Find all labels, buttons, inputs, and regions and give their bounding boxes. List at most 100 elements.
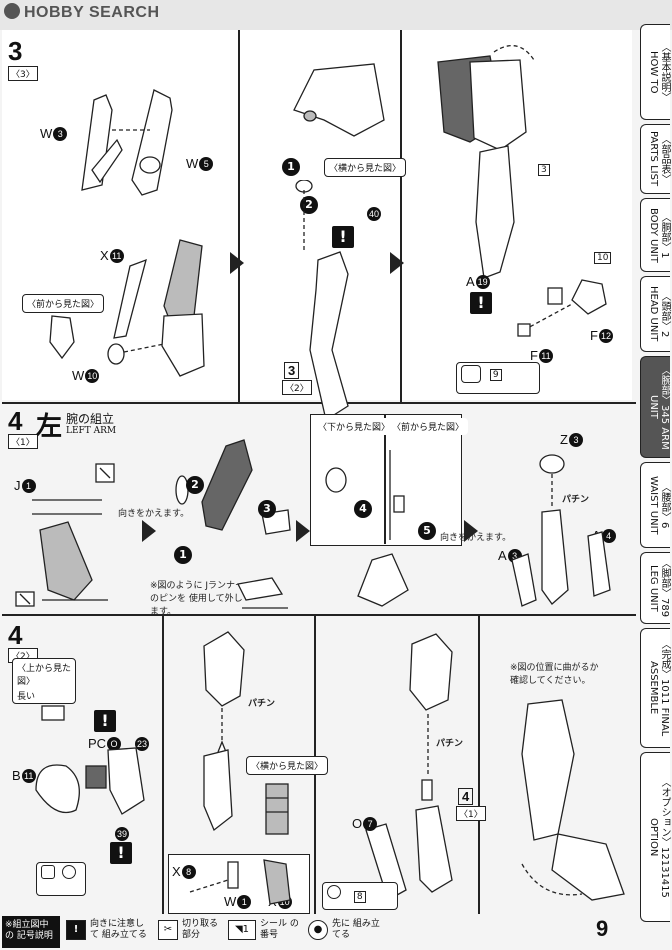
tab-waist-unit[interactable]: 〈腰部〉6 WAIST UNIT xyxy=(640,462,670,548)
label-i39: 39 xyxy=(114,826,129,841)
label-pc-letter: PC xyxy=(88,736,107,751)
tab-leg-unit[interactable]: 〈脚部〉789 LEG UNIT xyxy=(640,552,670,624)
part-upper-arm-drawing xyxy=(295,180,349,422)
label-x8-letter: X xyxy=(172,864,181,879)
label-x8-num: 8 xyxy=(181,865,196,879)
part-shoulder-joint-drawing xyxy=(35,705,145,815)
label-b11-num: 11 xyxy=(21,769,36,783)
label-a3-letter: A xyxy=(498,548,507,563)
tab-leg-unit-en: LEG UNIT xyxy=(648,564,659,612)
tab-arm-unit-jp: 〈腕部〉345 xyxy=(659,364,670,424)
label-b11-letter: B xyxy=(12,768,21,783)
step3-warning-1: ! xyxy=(332,226,354,248)
step3-col-rule-2 xyxy=(400,30,402,402)
ref3-box: 3 xyxy=(284,362,300,379)
sticker-10-num: 10 xyxy=(594,252,612,264)
tab-final-assemble[interactable]: 〈完成〉1011 FINAL ASSEMBLE xyxy=(640,628,670,748)
sticker-8-num: 8 xyxy=(353,891,366,903)
step3-callout-side: 〈横から見た図〉 xyxy=(324,158,407,177)
label-p40: 40 xyxy=(366,206,381,221)
step4a-sub: 〈1〉 xyxy=(8,434,38,449)
step4a-title-jp: 腕の組立 xyxy=(66,412,115,426)
label-a19-num: 19 xyxy=(475,275,490,289)
step4b-callout-top: 〈上から見た図〉 長い xyxy=(12,658,76,704)
part-front-view-drawing xyxy=(49,315,75,360)
step4b-col-rule-1 xyxy=(162,616,164,914)
tab-arm-unit-en: ARM UNIT xyxy=(648,395,670,450)
label-o7-num: 7 xyxy=(363,817,378,831)
step4a-order-4: 4 xyxy=(354,500,372,518)
legend-warning-icon: ! xyxy=(66,920,86,940)
part-forearm-armor-drawing xyxy=(511,454,611,607)
label-i39-num: 39 xyxy=(115,827,129,841)
step4a-flow-arrow-1 xyxy=(142,520,156,542)
part-hand-joint-drawing xyxy=(517,279,607,337)
part-inset-pieces-drawing xyxy=(189,859,291,905)
step3-col-rule-1 xyxy=(238,30,240,402)
step4a-order-3: 3 xyxy=(258,500,276,518)
step3-sticker-callout: 9 xyxy=(456,362,540,394)
step4a-snap: パチン xyxy=(562,495,590,505)
step4b-number: 4 xyxy=(8,620,23,650)
step4a-flow-arrow-2 xyxy=(296,520,310,542)
step4a-title-kanji: 左 xyxy=(36,412,63,442)
label-f11-letter: F xyxy=(530,348,538,363)
tab-arm-unit[interactable]: 〈腕部〉345 ARM UNIT xyxy=(640,356,670,458)
tab-option-en: OPTION xyxy=(648,817,659,857)
part-arm-block-drawing xyxy=(203,749,233,832)
label-w5-num: 5 xyxy=(199,157,214,171)
step4b-pre-assemble xyxy=(36,862,86,896)
label-ref3: 3 xyxy=(284,362,300,379)
tab-final-assemble-en: FINAL ASSEMBLE xyxy=(648,661,670,737)
step4a-runner-note: ※図のように Jランナーのピンを 使用して外します。 xyxy=(150,581,245,617)
part-bend-check-drawing xyxy=(521,699,625,901)
tab-parts-list[interactable]: 〈部品表〉 PARTS LIST xyxy=(640,124,670,194)
label-z3-num: 3 xyxy=(568,433,583,447)
step4b-callout-side: 〈横から見た図〉 xyxy=(246,756,329,775)
label-pc-num: O xyxy=(107,737,122,751)
tab-option[interactable]: 〈オプション〉12131415 OPTION xyxy=(640,752,670,922)
step4a-title-en: LEFT ARM xyxy=(66,426,117,436)
legend-pre-assemble-icon: ● xyxy=(308,920,328,940)
label-w3-num: 3 xyxy=(53,127,68,141)
part-arm-shield-drawing xyxy=(437,44,535,279)
pre-assemble-icon-3 xyxy=(327,885,341,899)
step4a-callout-front: 〈前から見た図〉 xyxy=(388,418,469,435)
step4b-col-rule-3 xyxy=(478,616,480,914)
tab-body-unit[interactable]: 〈胴部〉1 BODY UNIT xyxy=(640,198,670,272)
ref4-box: 4 xyxy=(458,788,474,805)
fist-icon xyxy=(461,365,481,383)
part-shoulder-armor-drawing xyxy=(293,63,385,137)
step4b-callout-top-text: 〈上から見た図〉 xyxy=(17,664,72,687)
sticker-3: 3 xyxy=(538,164,550,176)
part-w3-w5-drawing xyxy=(81,89,173,196)
label-o23: 23 xyxy=(134,736,149,751)
tab-body-unit-en: BODY UNIT xyxy=(648,207,659,263)
label-a4-num: 4 xyxy=(601,529,616,543)
label-z3-letter: Z xyxy=(560,432,568,447)
label-f12-num: 12 xyxy=(598,329,613,343)
step3-callout-front: 〈前から見た図〉 xyxy=(22,294,105,313)
tab-head-unit[interactable]: 〈頭部〉2 HEAD UNIT xyxy=(640,276,670,352)
tab-head-unit-jp: 〈頭部〉2 xyxy=(659,290,670,338)
label-f11-num: 11 xyxy=(538,349,553,363)
part-runner-pin-drawing xyxy=(237,577,288,609)
step4a-order-1: 1 xyxy=(174,546,192,564)
sticker-3-num: 3 xyxy=(538,164,550,176)
step4b-sticker-callout: 8 xyxy=(322,882,398,910)
top-bar: HOBBY SEARCH xyxy=(0,0,672,30)
legend-title: ※組立図中の 記号説明 xyxy=(2,916,60,948)
tab-how-to[interactable]: 〈基本説明〉 HOW TO xyxy=(640,24,670,120)
label-j1-num: 1 xyxy=(21,479,36,493)
step4a-callout-bottom: 〈下から見た図〉 xyxy=(314,418,395,435)
label-x11-letter: X xyxy=(100,248,109,263)
